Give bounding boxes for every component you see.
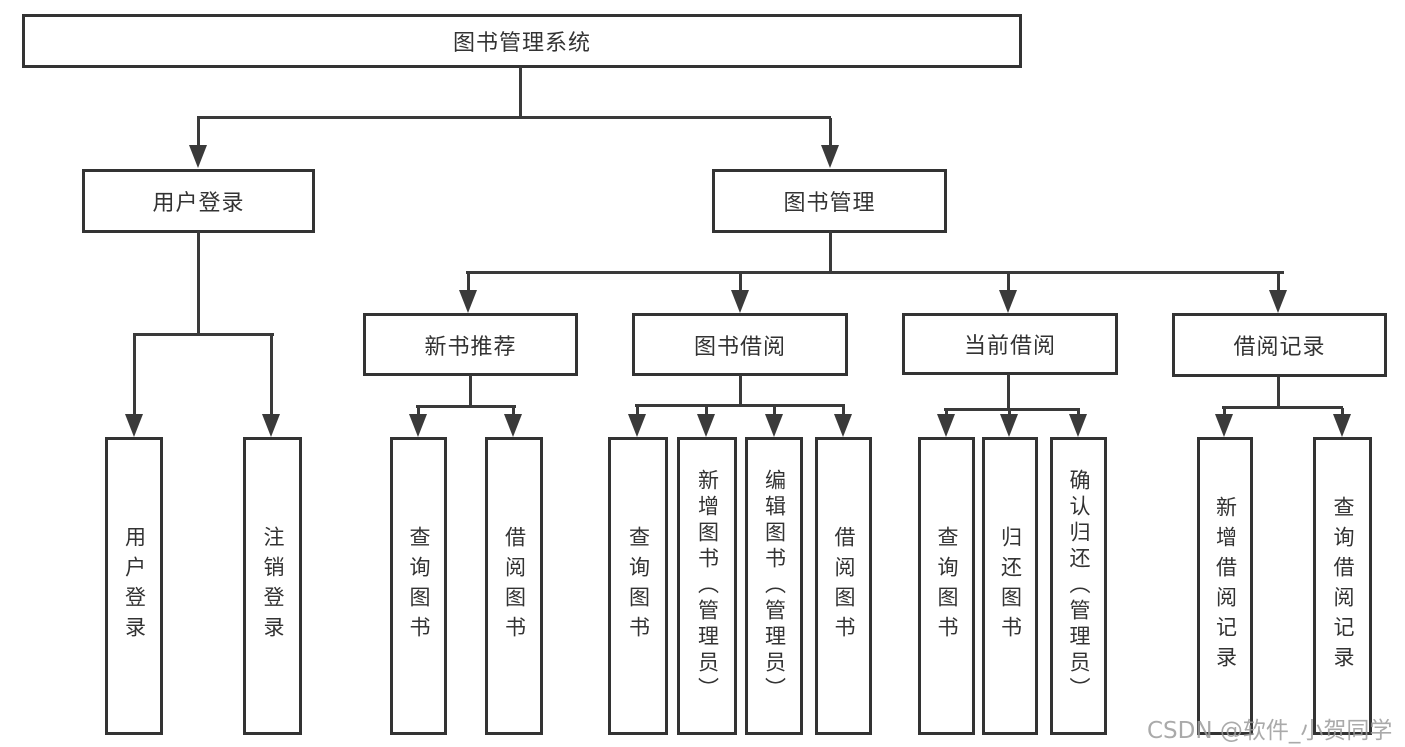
connector-line (270, 335, 273, 414)
connector-line (1007, 374, 1010, 410)
connector-line (197, 118, 200, 146)
connector-line (1222, 406, 1343, 409)
connector-line (1077, 410, 1080, 416)
connector-line (773, 406, 776, 416)
leaf-label: 新增图书（管理员） (695, 469, 720, 703)
arrowhead-down-icon (1069, 414, 1087, 437)
arrowhead-down-icon (731, 290, 749, 313)
arrowhead-down-icon (125, 414, 143, 437)
leaf-label: 注销登录 (261, 526, 285, 646)
arrowhead-down-icon (1333, 414, 1351, 437)
node-label: 图书借阅 (693, 334, 786, 360)
connector-line (1277, 377, 1280, 408)
leaf-label: 查询图书 (407, 526, 431, 646)
leaf-borrow-books-recommend: 借阅图书 (485, 437, 543, 735)
connector-line (829, 118, 832, 146)
arrowhead-down-icon (834, 414, 852, 437)
leaf-label: 确认归还（管理员） (1067, 469, 1091, 703)
node-system-root: 图书管理系统 (22, 14, 1022, 68)
leaf-query-borrow-record: 查询借阅记录 (1313, 437, 1372, 735)
node-book-borrowing: 图书借阅 (632, 313, 848, 376)
connector-line (1007, 273, 1010, 290)
connector-line (466, 271, 1284, 274)
connector-line (842, 406, 845, 416)
arrowhead-down-icon (504, 414, 522, 437)
leaf-label: 归还图书 (998, 526, 1023, 646)
leaf-query-books-current: 查询图书 (918, 437, 975, 735)
leaf-label: 用户登录 (122, 526, 147, 646)
connector-line (417, 407, 420, 416)
arrowhead-down-icon (189, 145, 207, 168)
leaf-label: 借阅图书 (832, 526, 856, 646)
node-current-borrowing: 当前借阅 (902, 313, 1118, 375)
node-label: 用户登录 (152, 191, 245, 216)
connector-line (829, 231, 832, 274)
leaf-user-login: 用户登录 (105, 437, 163, 735)
connector-line (635, 404, 845, 407)
leaf-confirm-return-admin: 确认归还（管理员） (1050, 437, 1107, 735)
connector-line (519, 67, 522, 118)
leaf-logout: 注销登录 (243, 437, 302, 735)
leaf-edit-books-admin: 编辑图书（管理员） (745, 437, 803, 735)
connector-line (739, 273, 742, 290)
leaf-label: 查询图书 (626, 526, 651, 646)
arrowhead-down-icon (697, 414, 715, 437)
leaf-label: 借阅图书 (502, 526, 527, 646)
leaf-add-books-admin: 新增图书（管理员） (677, 437, 737, 735)
arrowhead-down-icon (1215, 414, 1233, 437)
arrowhead-down-icon (459, 290, 477, 313)
leaf-query-books-recommend: 查询图书 (390, 437, 447, 735)
node-borrowing-records: 借阅记录 (1172, 313, 1387, 377)
leaf-borrow-books-borrowing: 借阅图书 (815, 437, 872, 735)
arrowhead-down-icon (262, 414, 280, 437)
leaf-label: 新增借阅记录 (1213, 496, 1238, 676)
connector-line (133, 335, 136, 414)
connector-line (739, 375, 742, 407)
connector-line (1277, 273, 1280, 290)
connector-line (1223, 408, 1226, 416)
node-label: 新书推荐 (424, 334, 517, 360)
connector-line (133, 333, 274, 336)
connector-line (469, 375, 472, 408)
connector-line (467, 273, 470, 290)
connector-line (636, 406, 639, 416)
arrowhead-down-icon (821, 145, 839, 168)
node-book-management: 图书管理 (712, 169, 947, 233)
arrowhead-down-icon (999, 290, 1017, 313)
leaf-query-books-borrowing: 查询图书 (608, 437, 668, 735)
node-user-login: 用户登录 (82, 169, 315, 233)
connector-line (1341, 408, 1344, 416)
arrowhead-down-icon (409, 414, 427, 437)
connector-line (512, 407, 515, 416)
connector-line (197, 116, 831, 119)
connector-line (945, 410, 948, 416)
arrowhead-down-icon (937, 414, 955, 437)
node-label: 图书管理 (783, 191, 876, 216)
connector-line (1008, 410, 1011, 416)
arrowhead-down-icon (1269, 290, 1287, 313)
leaf-return-books: 归还图书 (982, 437, 1038, 735)
arrowhead-down-icon (628, 414, 646, 437)
leaf-label: 查询借阅记录 (1331, 496, 1355, 676)
arrowhead-down-icon (765, 414, 783, 437)
arrowhead-down-icon (1000, 414, 1018, 437)
leaf-add-borrow-record: 新增借阅记录 (1197, 437, 1253, 735)
leaf-label: 编辑图书（管理员） (762, 469, 787, 703)
node-label: 图书管理系统 (452, 31, 591, 56)
connector-line (705, 406, 708, 416)
leaf-label: 查询图书 (935, 526, 959, 646)
node-label: 借阅记录 (1233, 335, 1326, 360)
node-label: 当前借阅 (963, 334, 1056, 359)
node-new-book-recommendation: 新书推荐 (363, 313, 578, 376)
connector-line (197, 231, 200, 335)
connector-line (944, 408, 1080, 411)
connector-line (416, 405, 516, 408)
